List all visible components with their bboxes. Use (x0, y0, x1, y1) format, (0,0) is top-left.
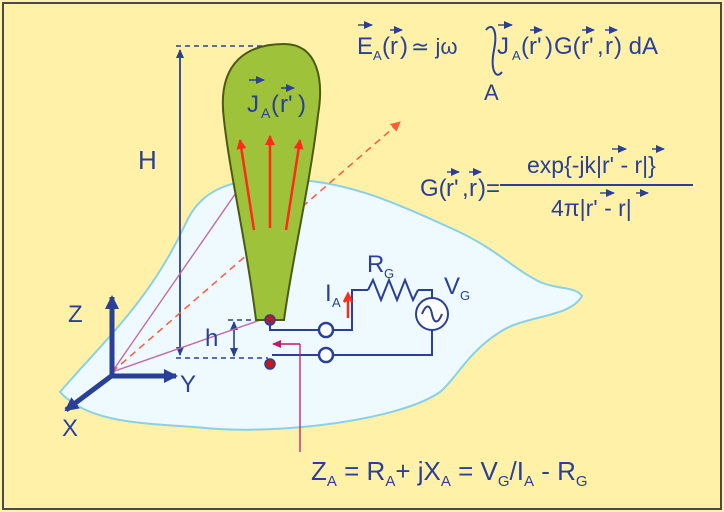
circuit-wire-bottom (333, 330, 433, 356)
svg-text:,: , (462, 175, 469, 202)
field-e: E (357, 33, 373, 60)
svg-text:(: ( (382, 33, 390, 60)
field-equation: E A ( r ) ≃ jω J A ( r' ) G( r' , r ) dA… (357, 21, 658, 105)
feed-point-bottom (264, 358, 276, 370)
svg-text:(: ( (521, 33, 529, 60)
field-da: ) dA (614, 33, 658, 60)
current-j-letter: J (247, 91, 259, 118)
svg-text:r: r (605, 33, 613, 60)
impedance-equation: ZA = RA+ jXA = VG/IA - RG (311, 456, 588, 490)
source-ray (111, 317, 267, 373)
terminal-bottom (317, 346, 335, 364)
svg-text:r': r' (581, 33, 594, 60)
current-open-paren: ( (271, 91, 279, 118)
gap-label: h (205, 325, 218, 352)
resistor-label-sub: G (384, 266, 394, 281)
x-axis (64, 372, 116, 412)
x-axis-label: X (62, 415, 78, 442)
y-axis-label: Y (180, 371, 196, 398)
current-arrow-1 (236, 139, 256, 231)
circuit-wire-top (333, 289, 368, 331)
field-approx: ≃ jω (411, 34, 458, 59)
green-function-equation: G( r' , r )= exp{-jk|r' - r|} 4π|r' - r| (420, 145, 693, 221)
svg-text:)=: )= (478, 175, 500, 202)
integral-limit: A (484, 80, 499, 105)
green-numerator: exp{-jk|r' - r|} (527, 152, 656, 178)
current-ia-arrowhead (342, 291, 354, 303)
resistor (367, 277, 419, 303)
field-j: J (497, 33, 509, 60)
current-label-sub: A (332, 295, 341, 310)
current-j-subscript: A (261, 105, 271, 121)
circuit-wire-right (418, 289, 433, 298)
integral-sign (485, 25, 503, 76)
current-close-paren: ) (298, 91, 306, 118)
dashed-radiation-ray (111, 121, 401, 373)
terminal-top (317, 321, 335, 339)
field-g: G( (554, 33, 581, 60)
current-label-i: I (325, 280, 332, 307)
current-r-prime: r' (280, 91, 293, 118)
field-e-sub: A (373, 48, 382, 63)
source-label-sub: G (460, 288, 470, 303)
resistor-label-r: R (367, 251, 384, 278)
antenna-body (221, 42, 321, 321)
z-axis-label: Z (68, 301, 83, 328)
source-label-v: V (444, 273, 460, 300)
svg-text:r': r' (529, 33, 542, 60)
svg-text:,: , (597, 33, 604, 60)
svg-text:): ) (545, 33, 553, 60)
green-lhs: G( (420, 175, 447, 202)
svg-text:A: A (512, 48, 521, 63)
current-arrow-3 (284, 139, 304, 231)
green-denominator: 4π|r' - r| (551, 195, 632, 221)
svg-text:r': r' (446, 175, 459, 202)
svg-text:): ) (400, 33, 408, 60)
current-density-label: J A ( r' ) (247, 76, 306, 121)
feed-wire-top (269, 320, 320, 331)
field-r: r (390, 33, 398, 60)
ac-source-icon (421, 305, 443, 323)
svg-text:r: r (469, 175, 477, 202)
height-label: H (138, 145, 157, 175)
ground-plane (58, 178, 584, 431)
